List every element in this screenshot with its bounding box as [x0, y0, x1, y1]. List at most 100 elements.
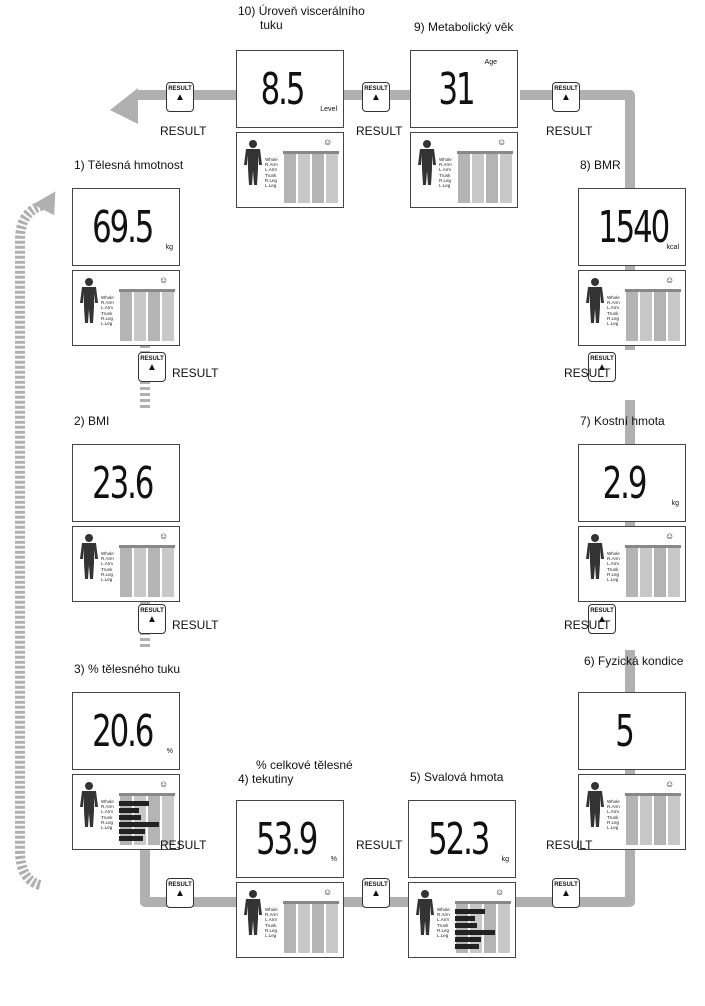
result-button[interactable]: RESULT▲: [588, 352, 616, 382]
segment-label: L.Leg: [607, 321, 619, 327]
lcd-value: 69.5: [92, 202, 154, 253]
lcd-unit: Level: [320, 106, 337, 113]
segment-label: L.Arm: [265, 167, 278, 173]
segment-label: Trunk: [607, 814, 619, 820]
lcd-unit: kcal: [666, 244, 679, 251]
up-triangle-icon: ▲: [597, 614, 607, 625]
result-button[interactable]: RESULT▲: [552, 878, 580, 908]
step-9-label: 9) Metabolický věk: [414, 20, 514, 34]
segment-label: Whole: [101, 295, 114, 300]
segment-grid: [283, 151, 339, 203]
person-icon: ☺: [159, 275, 169, 285]
grid-column: [640, 547, 652, 597]
segment-label: Trunk: [439, 172, 451, 178]
grid-column: [298, 153, 310, 203]
lcd-value: 20.6: [92, 706, 154, 757]
grid-column: [626, 291, 638, 341]
segment-label: Whole: [265, 157, 278, 162]
segment-label: R.Arm: [607, 556, 620, 562]
lcd-unit: kg: [671, 500, 679, 507]
segment-label: R.Arm: [101, 556, 114, 562]
result-button-label: RESULT: [168, 86, 192, 92]
bottom-right-path: [140, 90, 635, 907]
result-caption: RESULT: [172, 618, 219, 632]
segment-label: Trunk: [265, 172, 277, 178]
body-silhouette-icon: [77, 533, 101, 586]
lcd-value: 52.3: [428, 814, 490, 865]
grid-column: [500, 153, 512, 203]
body-silhouette-icon: [583, 533, 607, 586]
person-icon: ☺: [665, 779, 675, 789]
body-silhouette-icon: [241, 139, 265, 192]
grid-column: [134, 291, 146, 341]
lcd-value: 1540: [598, 202, 670, 253]
grid-column: [120, 291, 132, 341]
segment-grid: [119, 289, 175, 341]
segment-label: Whole: [437, 907, 450, 912]
segment-label: L.Arm: [101, 561, 114, 567]
segment-label: L.Leg: [101, 577, 113, 583]
result-button[interactable]: RESULT▲: [552, 82, 580, 112]
body-silhouette-icon: [583, 277, 607, 330]
result-button[interactable]: RESULT▲: [588, 604, 616, 634]
segment-label: L.Arm: [437, 917, 450, 923]
segment-label: L.Leg: [439, 183, 451, 189]
lcd-display: 5: [578, 692, 686, 770]
result-button[interactable]: RESULT▲: [362, 82, 390, 112]
grid-column: [284, 153, 296, 203]
segment-label: L.Leg: [437, 933, 449, 939]
segment-bar: [119, 801, 149, 806]
step-5-label: 5) Svalová hmota: [410, 770, 504, 784]
result-button-label: RESULT: [168, 882, 192, 888]
result-caption: RESULT: [546, 124, 593, 138]
segment-label: R.Leg: [101, 571, 114, 577]
segment-label: R.Arm: [265, 912, 278, 918]
segment-bar: [455, 909, 485, 914]
body-silhouette-icon: [77, 781, 101, 834]
segment-label: R.Leg: [607, 315, 620, 321]
segment-grid: [625, 793, 681, 845]
result-caption: RESULT: [356, 838, 403, 852]
body-silhouette-icon: [241, 889, 265, 942]
grid-column: [162, 795, 174, 845]
result-caption: RESULT: [356, 124, 403, 138]
up-triangle-icon: ▲: [597, 362, 607, 373]
step-2-label: 2) BMI: [74, 414, 110, 428]
segment-label: Trunk: [101, 310, 113, 316]
grid-column: [312, 153, 324, 203]
up-triangle-icon: ▲: [371, 92, 381, 103]
segment-label: R.Leg: [265, 927, 278, 933]
segment-label: R.Arm: [101, 804, 114, 810]
result-button[interactable]: RESULT▲: [138, 352, 166, 382]
segment-label: Whole: [607, 799, 620, 804]
segment-label: Whole: [439, 157, 452, 162]
segment-label: R.Leg: [101, 819, 114, 825]
grid-header: [283, 901, 339, 904]
segment-bar: [455, 944, 479, 949]
grid-column: [486, 153, 498, 203]
grid-column: [484, 903, 496, 953]
segment-label: R.Arm: [265, 162, 278, 168]
result-button[interactable]: RESULT▲: [138, 604, 166, 634]
segment-label: R.Arm: [607, 300, 620, 306]
result-button[interactable]: RESULT▲: [362, 878, 390, 908]
segment-label: L.Leg: [101, 825, 113, 831]
result-button-label: RESULT: [364, 86, 388, 92]
result-button-label: RESULT: [140, 608, 164, 614]
result-button[interactable]: RESULT▲: [166, 82, 194, 112]
result-button[interactable]: RESULT▲: [166, 878, 194, 908]
